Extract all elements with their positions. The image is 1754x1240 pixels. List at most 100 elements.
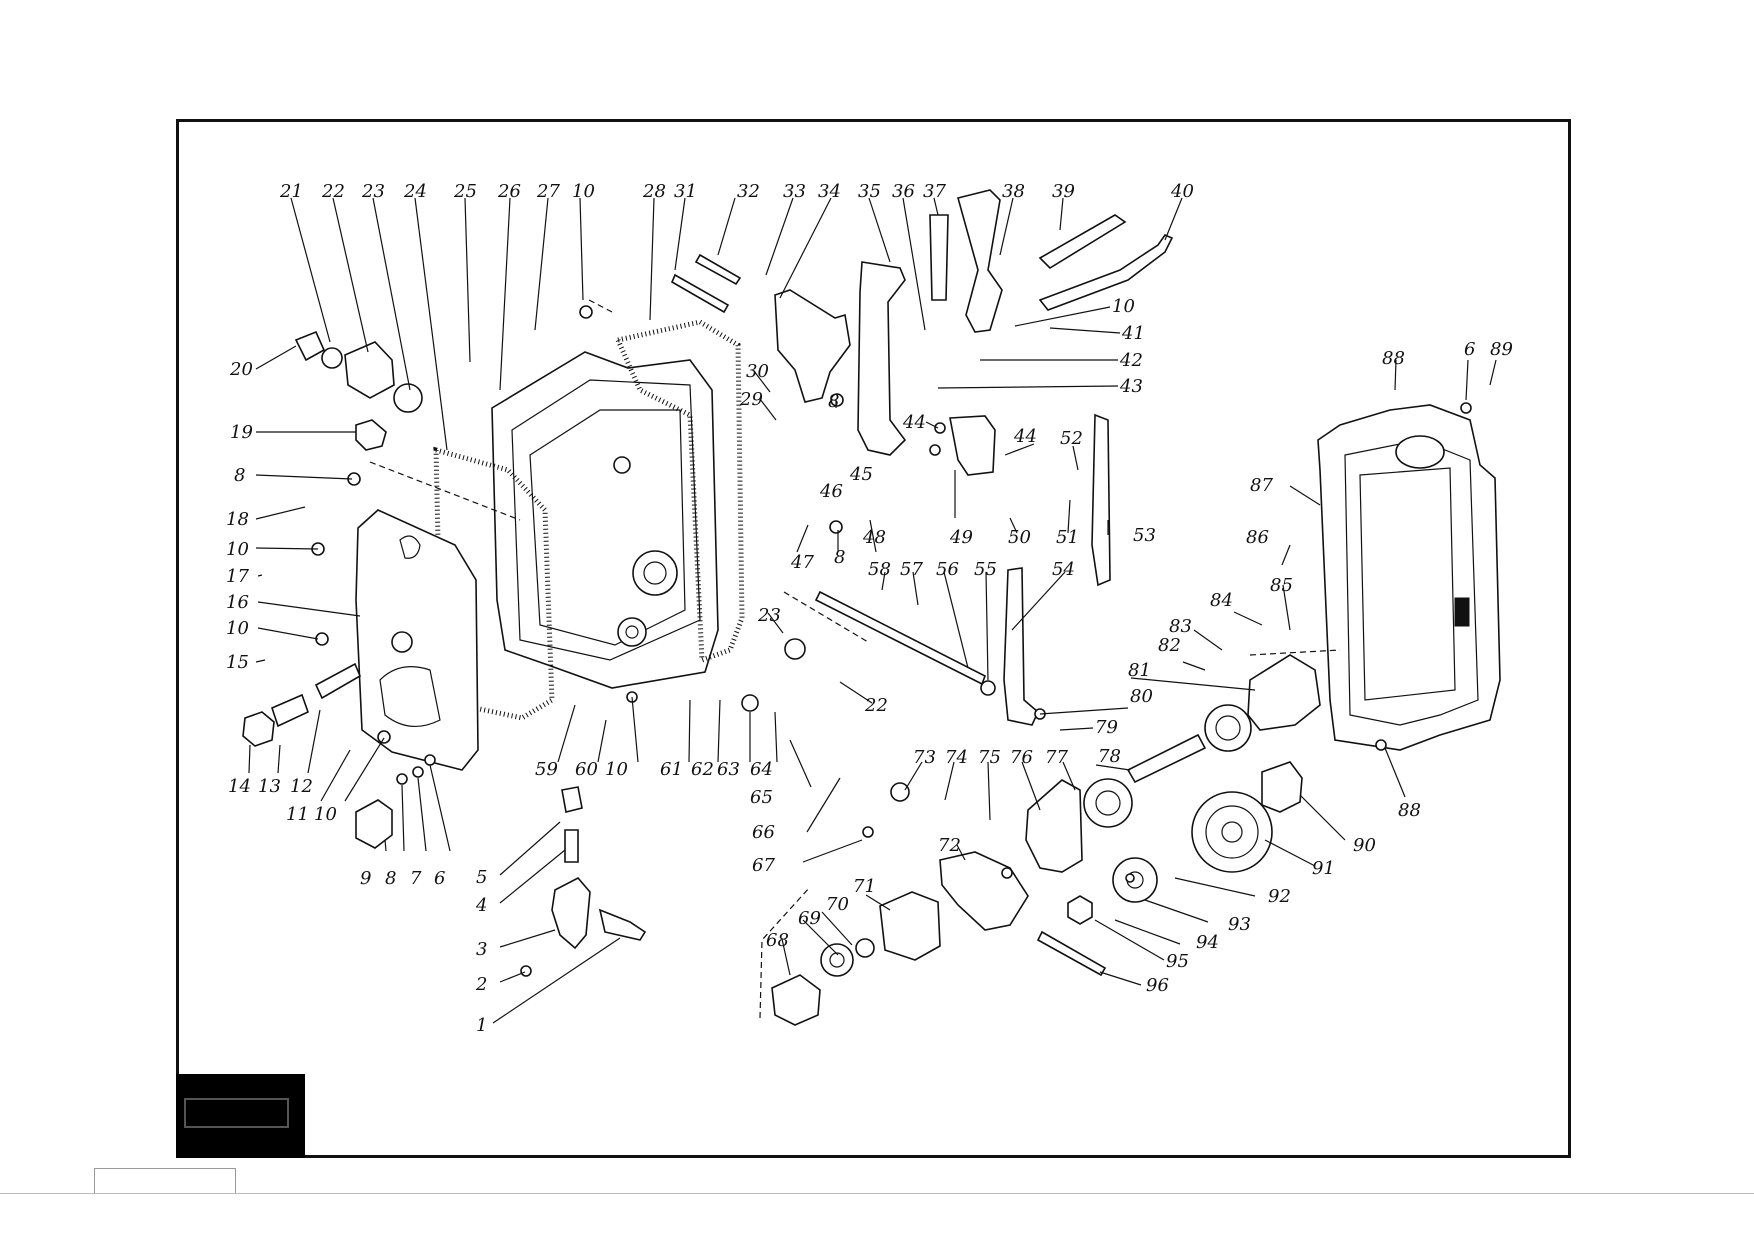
callout-labels: 21 22 23 24 25 26 27 10 28 31 32 33 34 3… bbox=[226, 181, 1513, 1036]
callout-83: 83 bbox=[1169, 616, 1192, 637]
callout-1: 1 bbox=[476, 1015, 487, 1036]
washer-8d bbox=[396, 773, 408, 785]
callout-12: 12 bbox=[290, 776, 313, 797]
pin-32 bbox=[694, 253, 742, 286]
callout-82: 82 bbox=[1158, 635, 1181, 656]
ring-63 bbox=[741, 694, 759, 712]
pin-75 bbox=[1001, 867, 1013, 879]
callout-67: 67 bbox=[752, 855, 775, 876]
callout-77: 77 bbox=[1045, 747, 1068, 768]
callout-95: 95 bbox=[1166, 951, 1189, 972]
bracket-34 bbox=[774, 289, 851, 403]
bushing-71 bbox=[879, 891, 941, 961]
callout-65: 65 bbox=[750, 787, 773, 808]
nut-68 bbox=[771, 974, 821, 1026]
plug-19 bbox=[355, 419, 387, 451]
spring-37 bbox=[929, 214, 949, 301]
callout-3: 3 bbox=[476, 939, 487, 960]
callout-72: 72 bbox=[938, 835, 961, 856]
callout-30: 30 bbox=[746, 361, 769, 382]
callout-10-left-1: 10 bbox=[226, 539, 249, 560]
callout-71: 71 bbox=[853, 876, 876, 897]
washer-55 bbox=[980, 680, 996, 696]
callout-46: 46 bbox=[819, 481, 843, 502]
callout-9: 9 bbox=[360, 868, 371, 889]
callout-79: 79 bbox=[1095, 717, 1118, 738]
ring-6b bbox=[424, 754, 436, 766]
bearing-77 bbox=[1083, 778, 1133, 828]
callout-25: 25 bbox=[453, 181, 477, 202]
callout-56: 56 bbox=[936, 559, 959, 580]
lever-35 bbox=[857, 261, 907, 456]
callout-32: 32 bbox=[737, 181, 760, 202]
callout-90: 90 bbox=[1353, 835, 1376, 856]
callout-93: 93 bbox=[1228, 914, 1251, 935]
callout-85: 85 bbox=[1270, 575, 1293, 596]
hub-90 bbox=[1261, 761, 1303, 813]
callout-91: 91 bbox=[1312, 858, 1335, 879]
callout-17: 17 bbox=[226, 566, 249, 587]
callout-70: 70 bbox=[826, 894, 849, 915]
spring-31 bbox=[670, 273, 730, 314]
callout-54: 54 bbox=[1052, 559, 1075, 580]
callout-4: 4 bbox=[475, 895, 487, 916]
callout-8: 8 bbox=[234, 465, 245, 486]
callout-48: 48 bbox=[862, 527, 886, 548]
callout-45: 45 bbox=[849, 464, 873, 485]
callout-61: 61 bbox=[660, 759, 683, 780]
lever-53 bbox=[1091, 413, 1111, 587]
pin-2 bbox=[520, 965, 532, 977]
leader-lines bbox=[248, 197, 1497, 1024]
callout-39: 39 bbox=[1052, 181, 1075, 202]
callout-55: 55 bbox=[974, 559, 997, 580]
washer-70 bbox=[855, 938, 875, 958]
callout-20: 20 bbox=[229, 359, 253, 380]
bearing-81 bbox=[1204, 704, 1252, 752]
lever-54 bbox=[1003, 567, 1039, 726]
lever-38 bbox=[957, 189, 1003, 333]
callout-14: 14 bbox=[228, 776, 251, 797]
assembly-line-cover bbox=[369, 461, 521, 521]
callout-60: 60 bbox=[575, 759, 598, 780]
washer-44b bbox=[929, 444, 941, 456]
hub-85 bbox=[1247, 654, 1321, 731]
callout-13: 13 bbox=[258, 776, 281, 797]
spring-39 bbox=[1038, 214, 1127, 270]
callout-26: 26 bbox=[497, 181, 521, 202]
ring-21 bbox=[321, 347, 343, 369]
callout-18: 18 bbox=[226, 509, 249, 530]
screw-67 bbox=[862, 826, 874, 838]
front-cover bbox=[355, 509, 479, 771]
cap-5 bbox=[561, 786, 583, 813]
bottom-rule bbox=[0, 1193, 1754, 1194]
callout-16: 16 bbox=[226, 592, 249, 613]
callout-10-upper-right: 10 bbox=[1112, 296, 1135, 317]
callout-10: 10 bbox=[572, 181, 595, 202]
link-40 bbox=[1038, 234, 1174, 311]
callout-73: 73 bbox=[913, 747, 936, 768]
callout-21: 21 bbox=[279, 181, 303, 202]
callout-10-left-2: 10 bbox=[226, 618, 249, 639]
callout-63: 63 bbox=[717, 759, 740, 780]
callout-38: 38 bbox=[1002, 181, 1025, 202]
callout-44-right: 44 bbox=[1013, 426, 1037, 447]
ring-23b bbox=[784, 638, 806, 660]
callout-88-top: 88 bbox=[1382, 348, 1405, 369]
callout-64: 64 bbox=[750, 759, 773, 780]
callout-58: 58 bbox=[868, 559, 891, 580]
clamp-72 bbox=[939, 851, 1029, 931]
callout-41: 41 bbox=[1121, 323, 1145, 344]
callout-84: 84 bbox=[1210, 590, 1233, 611]
callout-8-mid-1: 8 bbox=[828, 391, 839, 412]
callout-37: 37 bbox=[923, 181, 946, 202]
lock-94 bbox=[1125, 873, 1135, 883]
callout-23: 23 bbox=[361, 181, 385, 202]
callout-19: 19 bbox=[230, 422, 253, 443]
callout-59: 59 bbox=[535, 759, 558, 780]
washer-8b bbox=[830, 393, 844, 407]
callout-11: 11 bbox=[286, 804, 309, 825]
callout-62: 62 bbox=[691, 759, 714, 780]
callout-78: 78 bbox=[1098, 746, 1121, 767]
callout-24: 24 bbox=[403, 181, 427, 202]
